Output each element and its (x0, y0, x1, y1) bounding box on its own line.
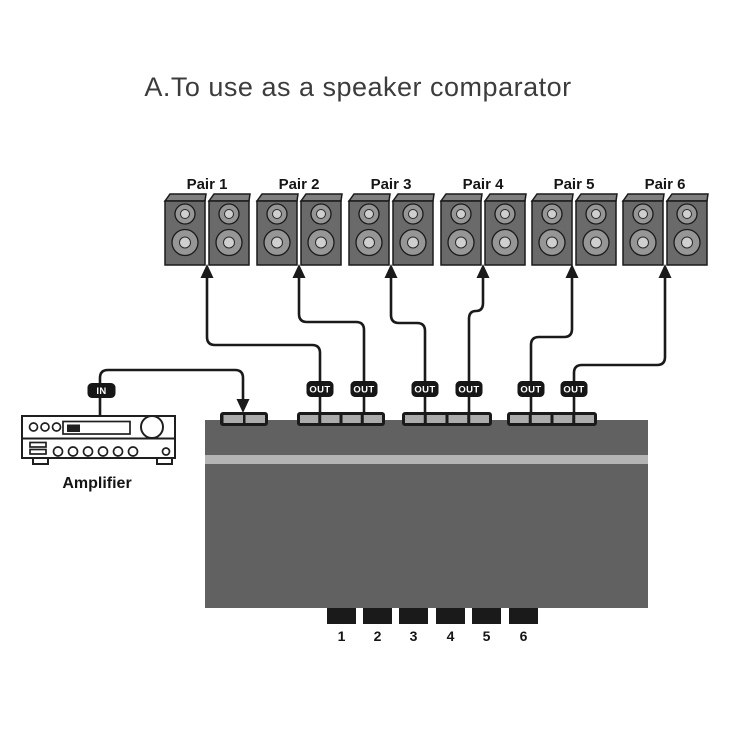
speaker-icon (622, 193, 665, 266)
selector-buttons: 1 2 3 4 5 6 (327, 608, 538, 644)
button-5-label: 5 (483, 628, 491, 644)
button-4-label: 4 (447, 628, 455, 644)
pair-3-label: Pair 3 (371, 176, 412, 193)
selector-button-3 (399, 608, 428, 624)
amplifier-switch (29, 448, 47, 455)
out-badge-2: OUT (350, 381, 378, 397)
amplifier-switch (29, 441, 47, 448)
selector-button-4 (436, 608, 465, 624)
output-terminal-strip-3 (507, 412, 597, 426)
amplifier-button (97, 446, 109, 457)
out-badge-5: OUT (517, 381, 545, 397)
amplifier-knob-small (40, 422, 50, 432)
speaker-pair-5: Pair 5 (531, 176, 618, 266)
amplifier-knob-small (51, 422, 62, 432)
speaker-pair-6: Pair 6 (622, 176, 709, 266)
pair-5-label: Pair 5 (554, 176, 595, 193)
in-badge: IN (87, 383, 116, 398)
out-6-label: OUT (563, 385, 584, 396)
arrow-up-pair2 (292, 264, 306, 278)
speaker-pair-3: Pair 3 (348, 176, 435, 266)
pair-1-label: Pair 1 (187, 176, 228, 193)
speaker-icon (348, 193, 391, 266)
speaker-wires (200, 264, 672, 412)
button-1-label: 1 (338, 628, 346, 644)
pair-6-label: Pair 6 (645, 176, 686, 193)
pair-4-label: Pair 4 (463, 176, 505, 193)
button-2-label: 2 (374, 628, 382, 644)
wire-out1-pair1 (205, 274, 322, 412)
speaker-icon (392, 193, 435, 266)
speaker-switcher: 1 2 3 4 5 6 (205, 412, 648, 644)
speaker-icon (575, 193, 618, 266)
out-badges: OUT OUT OUT OUT OUT OUT (306, 381, 588, 397)
amplifier-button (127, 446, 139, 457)
in-label: IN (96, 386, 106, 397)
out-badge-1: OUT (306, 381, 334, 397)
speaker-icon (531, 193, 574, 266)
speaker-icon (208, 193, 251, 266)
out-badge-6: OUT (560, 381, 588, 397)
switcher-chassis (205, 420, 648, 608)
amplifier-button (52, 446, 64, 457)
amplifier-button (67, 446, 79, 457)
button-6-label: 6 (520, 628, 528, 644)
out-5-label: OUT (520, 385, 541, 396)
selector-button-1 (327, 608, 356, 624)
wire-out4-pair4 (467, 274, 485, 412)
output-terminal-strip-1 (297, 412, 385, 426)
wire-out3-pair3 (389, 274, 427, 412)
wire-out2-pair2 (297, 274, 366, 412)
selector-button-2 (363, 608, 392, 624)
amplifier-button (82, 446, 94, 457)
speaker-icon (256, 193, 299, 266)
amplifier-volume-knob (140, 415, 164, 439)
pair-2-label: Pair 2 (279, 176, 320, 193)
wire-out6-pair6 (572, 274, 667, 412)
amplifier-button (112, 446, 124, 457)
speaker-pair-1: Pair 1 (164, 176, 251, 266)
amplifier-knob-small (28, 422, 39, 432)
out-4-label: OUT (458, 385, 479, 396)
amplifier-label: Amplifier (62, 475, 131, 492)
speaker-icon (484, 193, 527, 266)
selector-button-6 (509, 608, 538, 624)
amplifier-display-indicator (67, 424, 80, 432)
wire-out5-pair5 (529, 274, 574, 412)
switcher-groove (205, 455, 648, 464)
arrow-up-pair1 (200, 264, 214, 278)
amplifier-jack (161, 447, 171, 456)
amplifier-wire (98, 368, 250, 416)
arrow-up-pair6 (658, 264, 672, 278)
output-terminal-strip-2 (402, 412, 492, 426)
amplifier: Amplifier (21, 415, 176, 492)
speaker-pair-2: Pair 2 (256, 176, 343, 266)
speaker-icon (164, 193, 207, 266)
speaker-icon (300, 193, 343, 266)
out-badge-3: OUT (411, 381, 439, 397)
button-3-label: 3 (410, 628, 418, 644)
out-1-label: OUT (309, 385, 330, 396)
speaker-icon (666, 193, 709, 266)
arrow-up-pair5 (565, 264, 579, 278)
speaker-icon (440, 193, 483, 266)
wire-amp-input (98, 368, 245, 416)
speaker-pair-4: Pair 4 (440, 176, 527, 266)
arrow-down-input (236, 399, 250, 413)
arrow-up-pair3 (384, 264, 398, 278)
out-3-label: OUT (414, 385, 435, 396)
page-title: A.To use as a speaker comparator (144, 72, 571, 102)
arrow-up-pair4 (476, 264, 490, 278)
selector-button-5 (472, 608, 501, 624)
out-2-label: OUT (353, 385, 374, 396)
input-terminal (220, 412, 268, 426)
out-badge-4: OUT (455, 381, 483, 397)
